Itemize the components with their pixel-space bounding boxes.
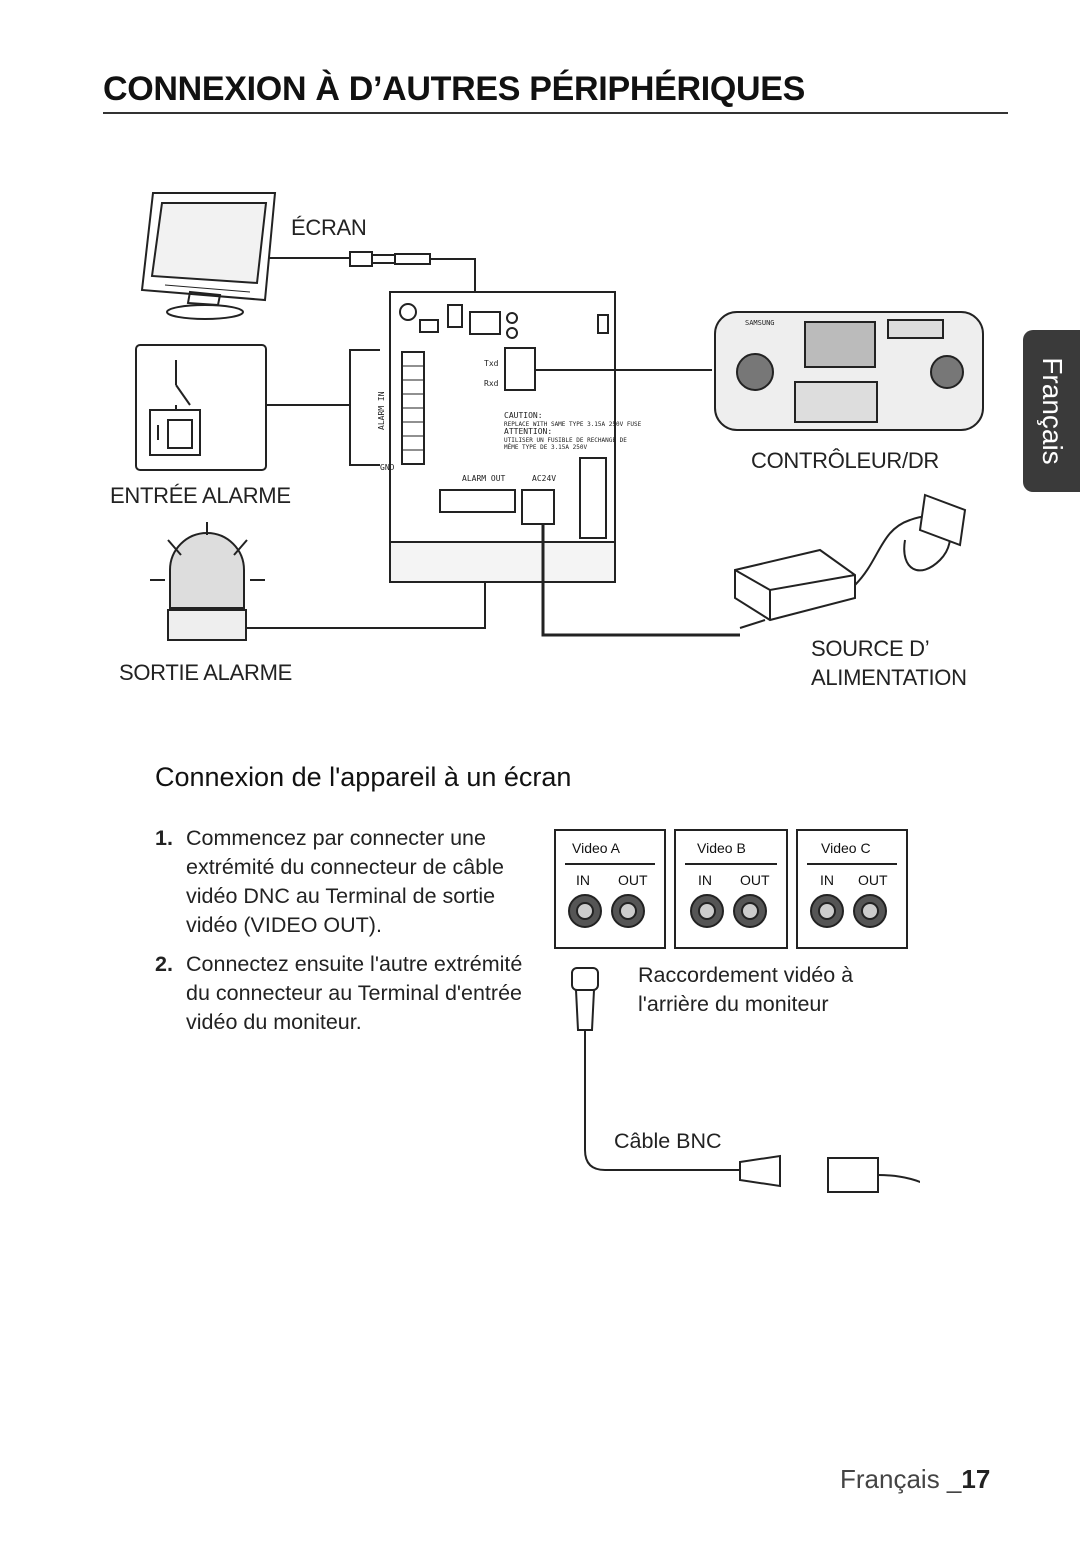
video-c-out: OUT xyxy=(858,872,888,888)
attention-text-1: UTILISER UN FUSIBLE DE RECHANGE DE xyxy=(504,437,627,444)
attention-text-2: MÊME TYPE DE 3.15A 250V xyxy=(504,443,587,451)
alarm-in-label: ALARM IN xyxy=(377,391,386,430)
controller-icon xyxy=(714,311,984,431)
txd-label: Txd xyxy=(484,359,499,368)
video-caption-line1: Raccordement vidéo à xyxy=(638,963,854,987)
step-text: Connectez ensuite l'autre extrémité du c… xyxy=(186,952,523,1034)
video-a-label: Video A xyxy=(572,840,621,856)
label-entree-alarme: ENTRÉE ALARME xyxy=(110,483,291,508)
step-text: Commencez par connecter une extrémité du… xyxy=(186,826,504,937)
bnc-jack-icon xyxy=(568,894,887,928)
page-title: CONNEXION À D’AUTRES PÉRIPHÉRIQUES xyxy=(103,70,806,108)
step-2: 2. Connectez ensuite l'autre extrémité d… xyxy=(155,950,535,1070)
video-a-out: OUT xyxy=(618,872,648,888)
page-number: 17 xyxy=(961,1464,991,1494)
label-sortie-alarme: SORTIE ALARME xyxy=(119,660,292,685)
alarm-out-label: ALARM OUT xyxy=(462,474,506,483)
alarm-input-icon xyxy=(135,344,267,471)
video-b-in: IN xyxy=(698,872,712,888)
video-caption-line2: l'arrière du moniteur xyxy=(638,992,829,1016)
title-rule xyxy=(103,112,1008,114)
label-alimentation: ALIMENTATION xyxy=(811,665,967,690)
receiver-board xyxy=(389,291,616,583)
video-a-in: IN xyxy=(576,872,590,888)
gnd-label: GND xyxy=(380,463,395,472)
language-tab[interactable]: Français xyxy=(1023,330,1080,492)
power-adapter-icon xyxy=(734,493,967,629)
section-heading: Connexion de l'appareil à un écran xyxy=(155,762,572,792)
video-c-label: Video C xyxy=(821,840,871,856)
label-ecran: ÉCRAN xyxy=(291,215,367,240)
wiring-diagram: Txd Rxd ALARM IN GND CAUTION: REPLACE WI… xyxy=(135,192,984,641)
alarm-lamp-icon xyxy=(150,522,265,641)
cable-label: Câble BNC xyxy=(614,1129,722,1153)
video-c-in: IN xyxy=(820,872,834,888)
controller-brand: SAMSUNG xyxy=(745,319,775,327)
footer-language: Français _ xyxy=(840,1464,962,1494)
video-b-label: Video B xyxy=(697,840,746,856)
video-b-out: OUT xyxy=(740,872,770,888)
video-panel-diagram: Video A IN OUT Video B IN OUT Video C IN… xyxy=(554,829,920,1193)
attention-label: ATTENTION: xyxy=(504,427,552,436)
step-1: 1. Commencez par connecter une extrémité… xyxy=(155,824,535,944)
bnc-cable-icon xyxy=(571,967,920,1193)
ac24v-label: AC24V xyxy=(532,474,556,483)
monitor-icon xyxy=(140,192,277,320)
label-source: SOURCE D’ xyxy=(811,636,930,661)
caution-label: CAUTION: xyxy=(504,411,543,420)
step-number: 1. xyxy=(155,826,173,850)
label-controleur: CONTRÔLEUR/DR xyxy=(751,448,939,473)
page-footer: Français _17 xyxy=(840,1464,990,1495)
rxd-label: Rxd xyxy=(484,379,499,388)
step-number: 2. xyxy=(155,952,173,976)
caution-text: REPLACE WITH SAME TYPE 3.15A 250V FUSE xyxy=(504,421,642,428)
